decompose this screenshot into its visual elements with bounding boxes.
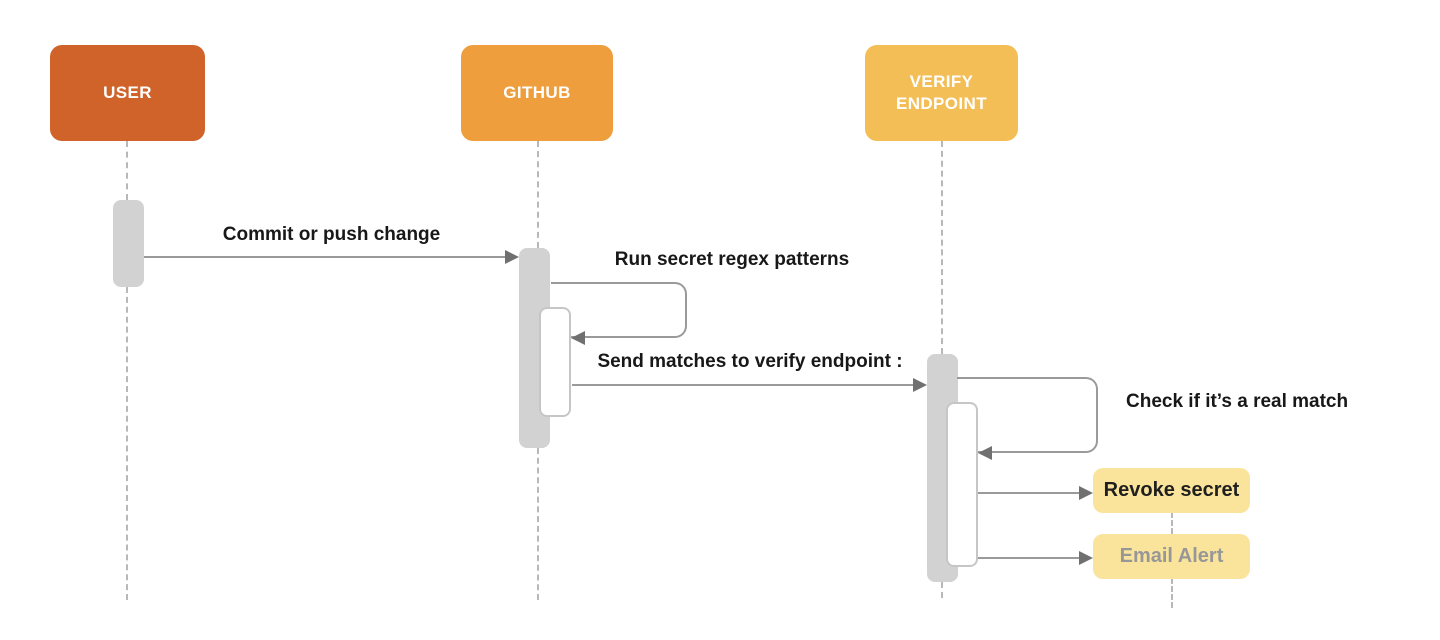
actor-box-github: GITHUB — [461, 45, 613, 141]
actor-label-github: GITHUB — [503, 82, 571, 102]
arrowhead-icon — [571, 331, 585, 345]
lifeline-verify-upper — [941, 141, 943, 354]
actor-label-user: USER — [103, 82, 152, 102]
message-label-regex: Run secret regex patterns — [614, 249, 850, 270]
lifeline-note-upper — [1171, 512, 1173, 534]
arrowhead-icon — [1079, 486, 1093, 500]
arrow-email-line — [978, 557, 1080, 559]
lifeline-note-lower — [1171, 578, 1173, 608]
nested-activation-verify — [946, 402, 978, 567]
arrowhead-icon — [913, 378, 927, 392]
message-label-check: Check if it’s a real match — [1126, 391, 1349, 412]
actor-box-verify-endpoint: VERIFY ENDPOINT — [865, 45, 1018, 141]
arrowhead-icon — [978, 446, 992, 460]
lifeline-github-upper — [537, 141, 539, 248]
lifeline-user-lower — [126, 287, 128, 600]
arrow-commit-line — [144, 256, 506, 258]
note-email-alert: Email Alert — [1093, 534, 1250, 579]
message-label-send: Send matches to verify endpoint : — [597, 351, 903, 372]
arrowhead-icon — [1079, 551, 1093, 565]
lifeline-github-lower — [537, 448, 539, 600]
actor-box-user: USER — [50, 45, 205, 141]
note-email-alert-label: Email Alert — [1119, 545, 1224, 567]
arrow-send-line — [572, 384, 914, 386]
self-loop-github — [551, 282, 687, 338]
message-label-commit: Commit or push change — [222, 224, 441, 245]
actor-label-verify-endpoint: VERIFY ENDPOINT — [895, 71, 988, 113]
note-revoke-secret: Revoke secret — [1093, 468, 1250, 513]
arrow-revoke-line — [978, 492, 1080, 494]
nested-activation-github — [539, 307, 571, 417]
arrowhead-icon — [505, 250, 519, 264]
note-revoke-secret-label: Revoke secret — [1103, 479, 1240, 501]
lifeline-verify-lower — [941, 582, 943, 598]
self-loop-verify — [957, 377, 1098, 453]
activation-bar-user — [113, 200, 144, 287]
lifeline-user-upper — [126, 141, 128, 200]
